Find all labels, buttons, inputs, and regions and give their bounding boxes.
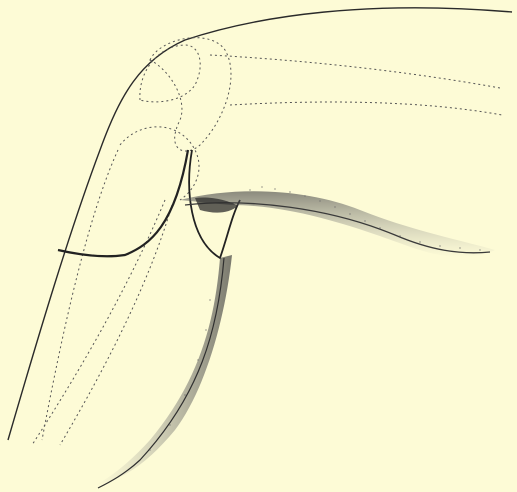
hatch-texture [149, 186, 481, 451]
upper-segment-underline [210, 55, 500, 88]
joint-capsule-outline [150, 38, 231, 151]
leg-contour [98, 258, 224, 488]
belly-shadow [180, 191, 495, 257]
femur-head-outline [120, 127, 199, 200]
upper-segment-underline-2 [230, 102, 502, 115]
lower-bone-line-1 [42, 150, 118, 440]
lower-bone-line-2 [32, 200, 165, 445]
lower-bone-line-3 [60, 205, 172, 445]
patella-outline [140, 45, 200, 102]
outer-contour-line [8, 8, 512, 440]
lower-cut-line [58, 150, 188, 256]
leg-shadow [95, 255, 232, 485]
